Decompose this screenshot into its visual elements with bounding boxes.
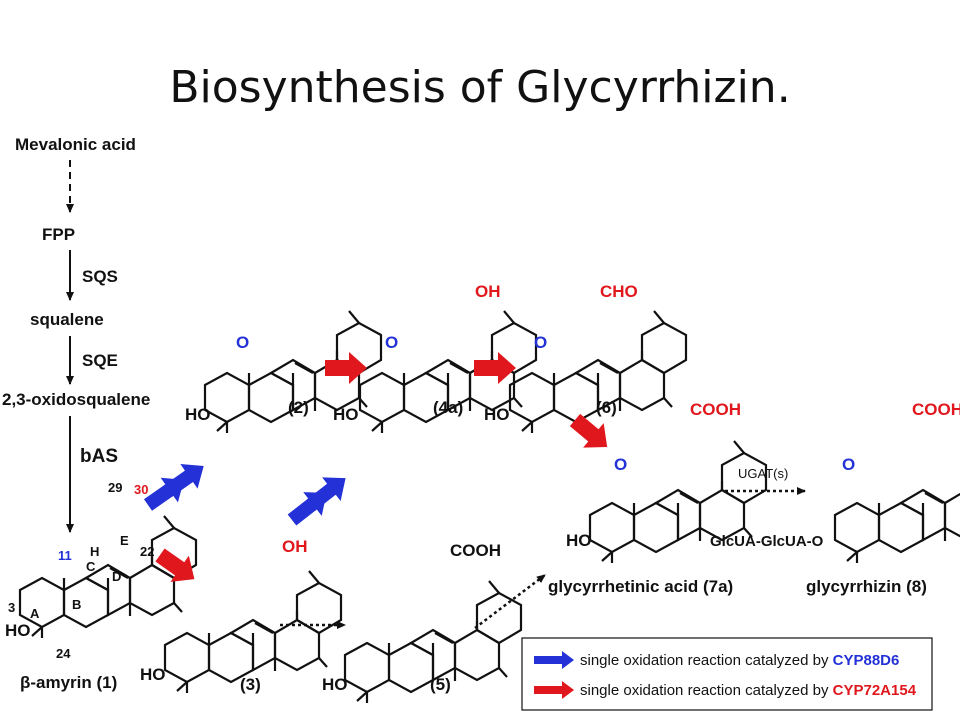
legend-red-text: single oxidation reaction catalyzed by C… bbox=[580, 682, 917, 699]
mevalonic-acid-label: Mevalonic acid bbox=[15, 135, 136, 154]
ho-group-6: HO bbox=[484, 405, 510, 424]
blue-arrow-1-to-2 bbox=[139, 453, 213, 518]
carbon-11-label: 11 bbox=[58, 548, 72, 563]
ring-b-label: B bbox=[72, 597, 81, 612]
ring-d-label: D bbox=[112, 569, 121, 584]
compound-6-label: (6) bbox=[596, 398, 617, 417]
fpp-label: FPP bbox=[42, 225, 75, 244]
cho-group-6: CHO bbox=[600, 282, 638, 301]
ho-group-4a: HO bbox=[333, 405, 359, 424]
compound-7a-label: glycyrrhetinic acid (7a) bbox=[548, 577, 733, 596]
ho-group-7a: HO bbox=[566, 531, 592, 550]
ketone-o-7a: O bbox=[614, 455, 627, 474]
compound-8-label: glycyrrhizin (8) bbox=[806, 577, 927, 596]
beta-amyrin-structure bbox=[18, 514, 198, 640]
legend-box bbox=[521, 637, 933, 711]
sqe-label: SQE bbox=[82, 351, 118, 370]
red-arrow-4a-to-6 bbox=[474, 352, 516, 384]
legend-blue-text: single oxidation reaction catalyzed by C… bbox=[580, 652, 899, 669]
ketone-o-6: O bbox=[534, 333, 547, 352]
h-atom-1: H bbox=[90, 544, 99, 559]
carbon-29-label: 29 bbox=[108, 480, 122, 495]
legend-red-arrow bbox=[534, 681, 574, 699]
oh-group-3: OH bbox=[282, 537, 308, 556]
ho-group-5: HO bbox=[322, 675, 348, 694]
ketone-o-2: O bbox=[236, 333, 249, 352]
legend-blue-arrow bbox=[534, 651, 574, 669]
ketone-o-8: O bbox=[842, 455, 855, 474]
cooh-group-5: COOH bbox=[450, 541, 501, 560]
dotted-arrow-5-to-7a bbox=[474, 574, 546, 629]
ring-c-label: C bbox=[86, 559, 96, 574]
carbon-3-label: 3 bbox=[8, 600, 15, 615]
ring-e-label: E bbox=[120, 533, 129, 548]
squalene-label: squalene bbox=[30, 310, 104, 329]
compound-3-label: (3) bbox=[240, 675, 261, 694]
ugat-label: UGAT(s) bbox=[738, 466, 788, 481]
carbon-30-label: 30 bbox=[134, 482, 148, 497]
cooh-group-8: COOH bbox=[912, 400, 960, 419]
compound-4a-label: (4a) bbox=[433, 398, 463, 417]
carbon-24-label: 24 bbox=[56, 646, 71, 661]
bas-label: bAS bbox=[80, 446, 118, 467]
glcua-group-8: GlcUA-GlcUA-O bbox=[710, 533, 824, 550]
compound-1-label: β-amyrin (1) bbox=[20, 673, 117, 692]
sqs-label: SQS bbox=[82, 267, 118, 286]
oh-group-4a: OH bbox=[475, 282, 501, 301]
compound-5-label: (5) bbox=[430, 675, 451, 694]
cooh-group-7a: COOH bbox=[690, 400, 741, 419]
ketone-o-4a: O bbox=[385, 333, 398, 352]
ho-group-1: HO bbox=[5, 621, 31, 640]
compound-2-label: (2) bbox=[288, 398, 309, 417]
blue-arrow-3-to-4a bbox=[282, 466, 355, 532]
red-arrow-2-to-4a bbox=[325, 352, 367, 384]
slide-title: Biosynthesis of Glycyrrhizin. bbox=[169, 62, 791, 113]
ring-a-label: A bbox=[30, 606, 40, 621]
carbon-22-label: 22 bbox=[140, 544, 154, 559]
oxidosqualene-label: 2,3-oxidosqualene bbox=[2, 390, 150, 409]
ho-group-2: HO bbox=[185, 405, 211, 424]
ho-group-3: HO bbox=[140, 665, 166, 684]
